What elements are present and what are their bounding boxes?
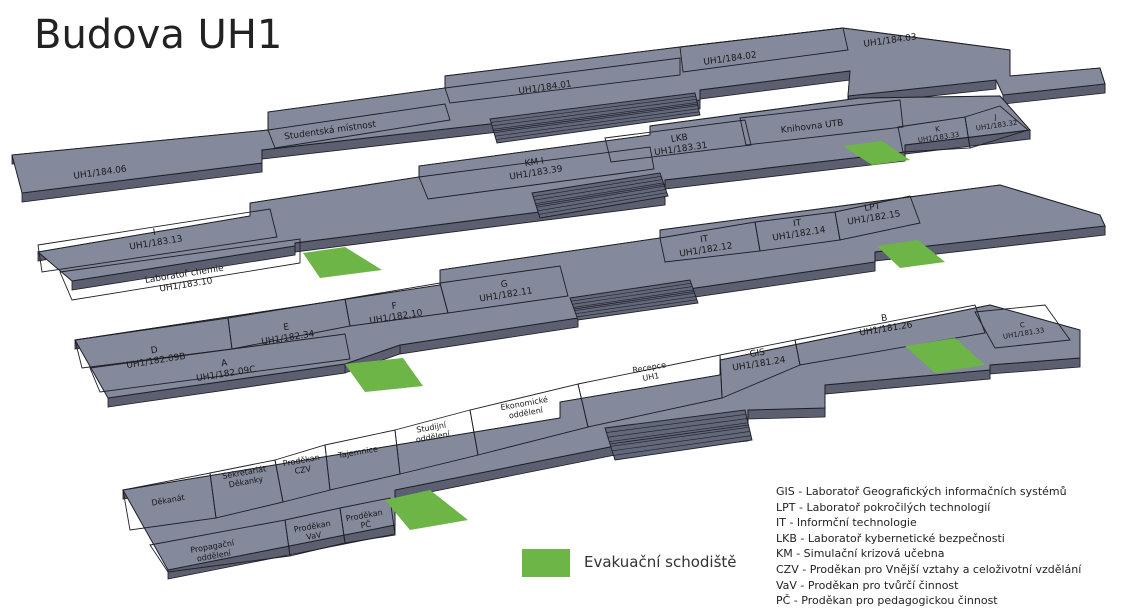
stair-step	[536, 185, 665, 208]
stair-step	[535, 182, 664, 205]
room-label-line: LKB	[670, 133, 688, 145]
room-label-line: A	[221, 358, 229, 369]
stair-step	[492, 102, 698, 130]
abbreviation-item: IT - Informční technologie	[776, 516, 917, 530]
room-label-line: C	[1019, 321, 1025, 330]
stairs-182	[569, 279, 699, 321]
stair-step	[576, 299, 697, 318]
stair-step	[572, 286, 693, 305]
room-183-39-outline	[418, 146, 655, 200]
label-recepce: RecepceUH1	[632, 360, 669, 384]
stairs-landing	[493, 103, 698, 132]
evacuation-181	[385, 490, 468, 530]
stair-step	[610, 426, 750, 447]
stair-step	[612, 431, 751, 452]
stair-step	[538, 192, 667, 215]
label-ekonomicke: Ekonomickéoddělení	[500, 394, 551, 422]
evacuation-183	[303, 247, 382, 278]
room-knihovna-outline	[739, 99, 904, 146]
abbreviation-item: LPT - Laboratoř pokročilých technologií	[776, 500, 991, 514]
stairs-183	[531, 172, 669, 219]
evacuation-183b	[843, 141, 910, 165]
page-title: Budova UH1	[34, 12, 283, 58]
room-label-line: K	[935, 125, 941, 134]
stairs-landing	[609, 424, 749, 445]
abbreviation-item: LKB - Laboratoř kybernetické bezpečnosti	[776, 531, 1005, 545]
stair-step	[493, 105, 698, 134]
room-183-31-outline	[604, 119, 752, 163]
stair-step	[575, 296, 696, 315]
room-184-01-outline	[444, 57, 681, 104]
room-183-32-outline	[964, 105, 1029, 149]
stair-step	[613, 435, 752, 456]
abbreviation-item: CZV - Proděkan pro Vnější vztahy a celož…	[776, 562, 1082, 576]
room-181-26-outline	[794, 304, 986, 366]
room-label-line: UH1	[642, 371, 660, 383]
room-label-line: B	[880, 313, 888, 324]
room-label-line: GIS	[749, 348, 766, 360]
stair-step	[491, 98, 697, 127]
stair-step	[609, 422, 749, 443]
abbreviation-list: GIS - Laboratoř Geografických informační…	[776, 484, 1081, 609]
evacuation-182b	[877, 240, 945, 268]
room-label-line: LPT	[864, 202, 882, 214]
room-label-line: VaV	[306, 530, 323, 542]
room-184-02-outline	[679, 27, 849, 73]
room-label-line: PČ	[360, 518, 373, 531]
stairs-181	[604, 409, 753, 461]
room-label-line: KM I	[524, 156, 545, 169]
stair-step	[537, 189, 666, 212]
evacuation-182	[345, 358, 423, 392]
stairs-184	[489, 92, 701, 144]
stair-step	[571, 282, 692, 302]
room-label-line: D	[150, 345, 158, 356]
room-label-line: IT	[700, 234, 710, 245]
stair-step	[534, 179, 663, 201]
stair-step	[574, 292, 695, 311]
room-label-line: CZV	[294, 464, 312, 476]
stair-step	[533, 175, 662, 197]
slab-top	[36, 95, 1032, 282]
abbreviation-item: GIS - Laboratoř Geografických informační…	[776, 485, 1067, 498]
stair-step	[495, 111, 700, 140]
stair-step	[607, 418, 748, 438]
evacuation-legend-swatch	[522, 549, 570, 577]
room-182-11-outline	[439, 265, 569, 314]
room-prodekan-pc-outline	[339, 497, 396, 544]
room-label-line: J	[993, 113, 997, 121]
evacuation-181b	[905, 338, 985, 373]
stair-step	[606, 413, 747, 433]
stairs-landing	[535, 184, 665, 206]
stair-step	[573, 289, 694, 308]
room-studentska-outline	[267, 103, 451, 149]
room-183-10-outline	[59, 238, 301, 301]
abbreviation-item: VaV - Proděkan pro tvůrčí činnost	[776, 578, 959, 592]
stairs-landing	[573, 291, 695, 310]
stair-step	[490, 95, 696, 123]
room-183-13-outline	[37, 208, 278, 273]
room-181-33-outline	[974, 304, 1071, 349]
stair-step	[494, 108, 699, 137]
room-182-15-outline	[834, 195, 921, 241]
room-label-line: G	[500, 279, 508, 290]
room-label-line: F	[391, 301, 398, 312]
abbreviation-item: KM - Simulační krizová učebna	[776, 547, 945, 561]
room-182-09c-outline	[89, 333, 351, 393]
room-label-line: IT	[793, 218, 803, 229]
evacuation-legend-label: Evakuační schodiště	[584, 553, 737, 571]
room-label-line: I	[152, 228, 156, 238]
room-label-line: E	[283, 322, 290, 333]
abbreviation-item: PČ - Proděkan pro pedagogickou činnost	[776, 594, 998, 608]
